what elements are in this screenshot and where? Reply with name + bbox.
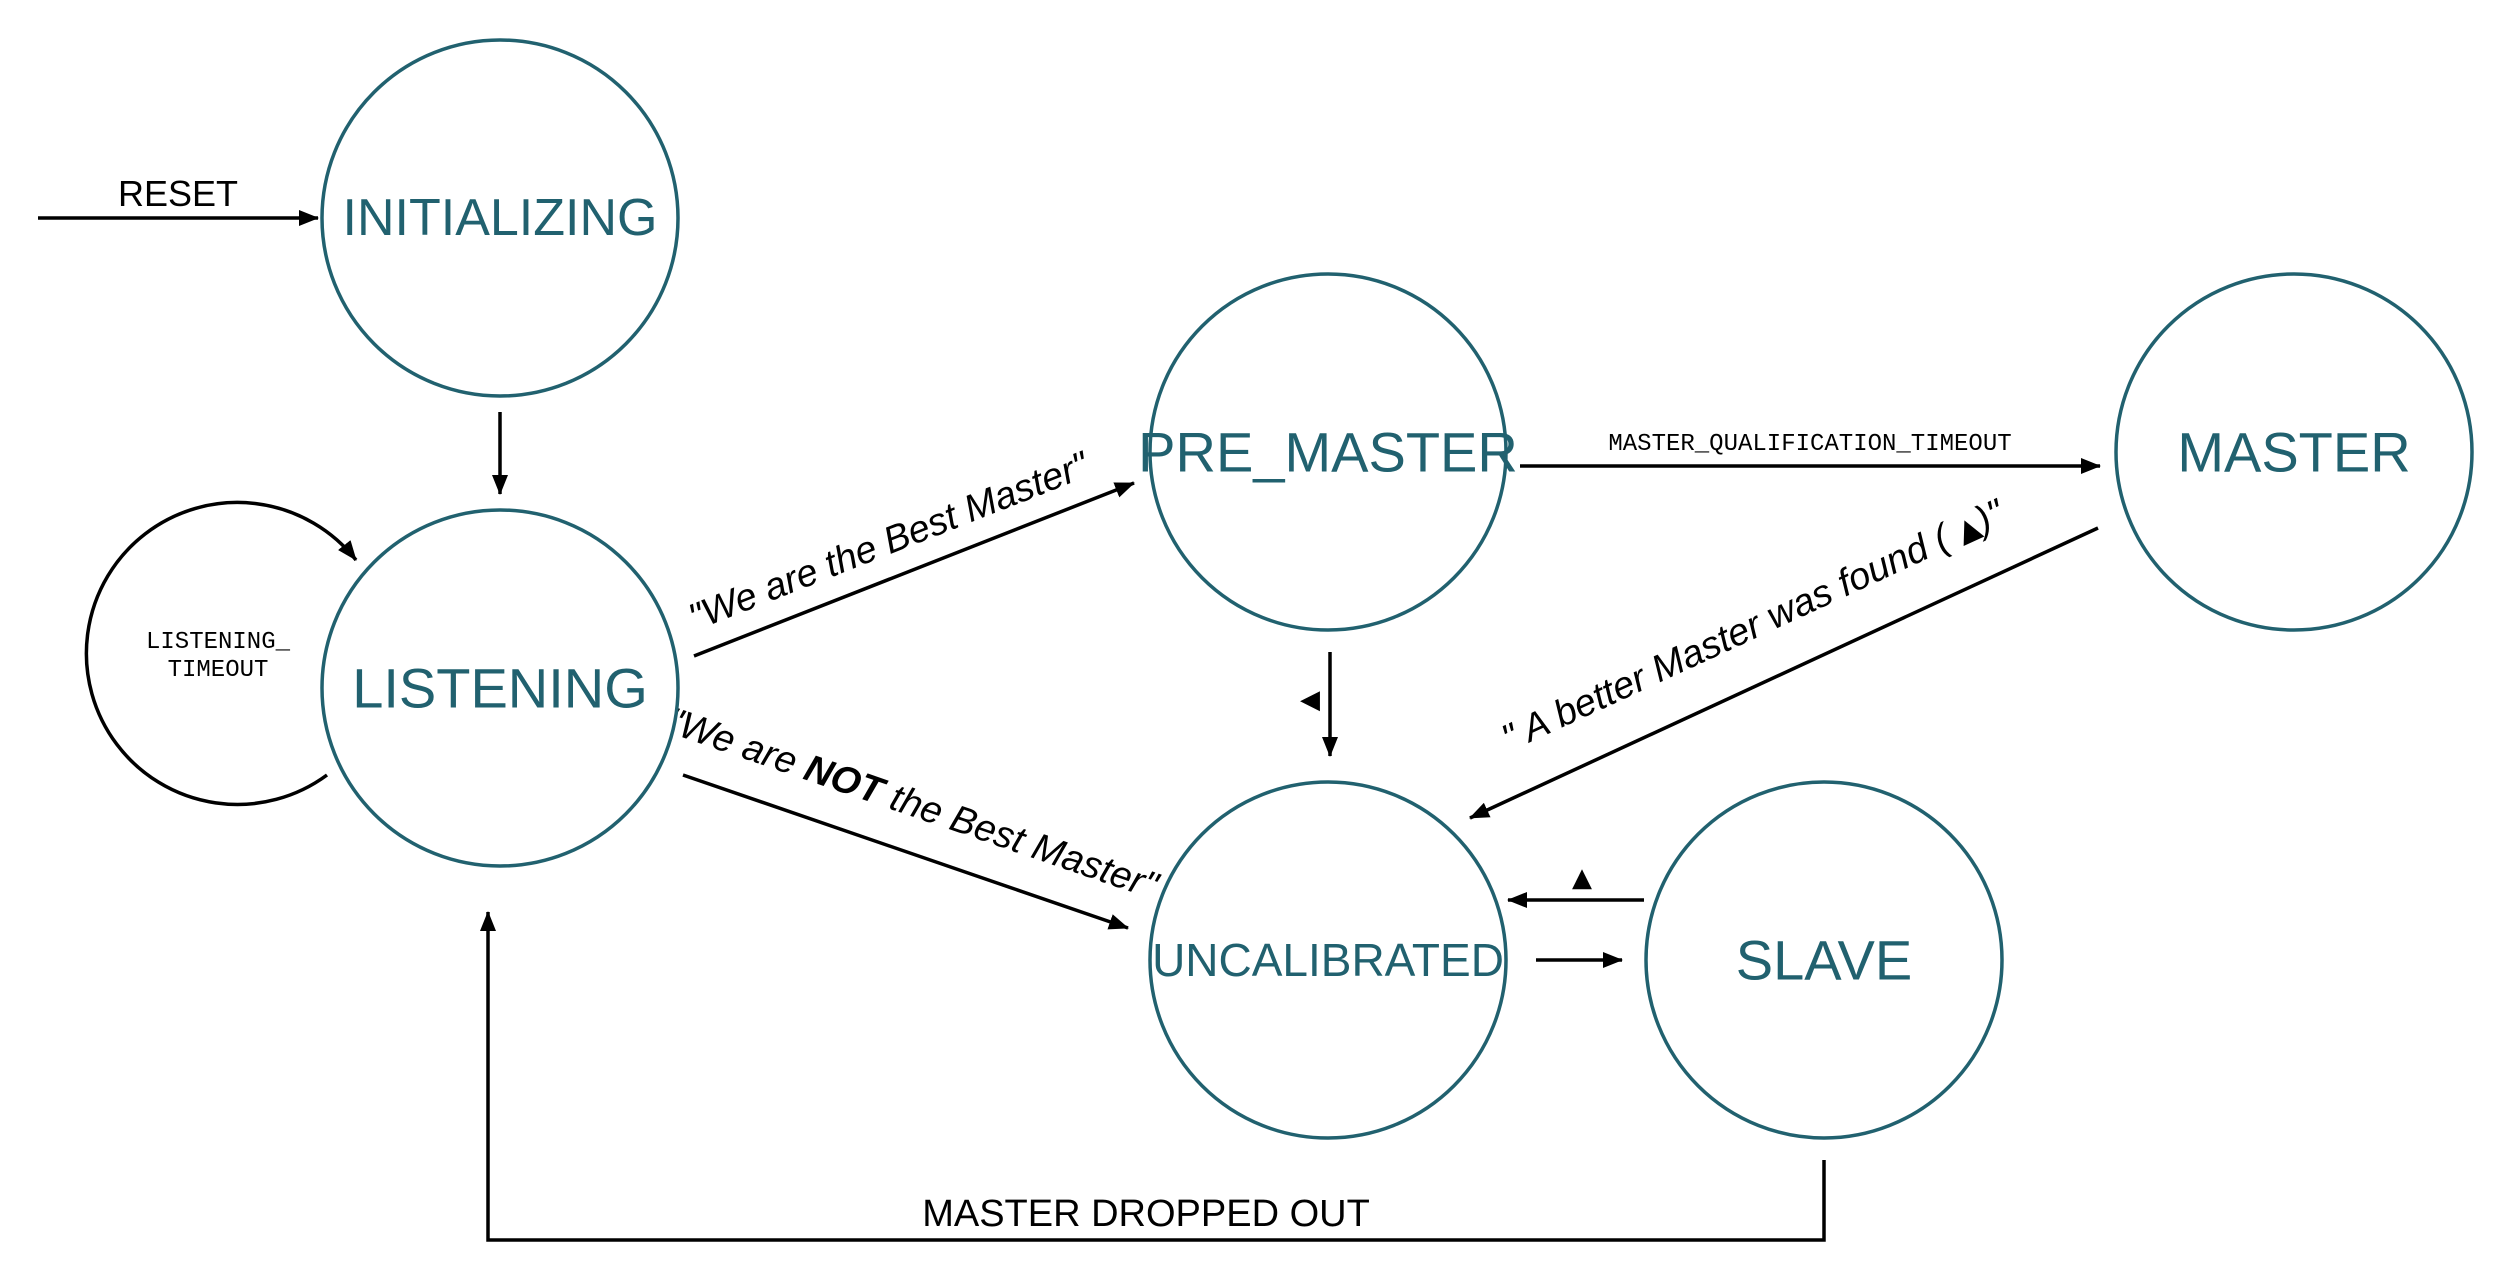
label-not-best-master: "We are NOT the Best Master"	[661, 700, 1164, 908]
state-listening: LISTENING	[320, 508, 680, 868]
edge-listening-to-uncalibrated	[682, 773, 1129, 930]
state-listening-label: LISTENING	[352, 657, 648, 720]
state-uncalibrated-label: UNCALIBRATED	[1152, 934, 1504, 986]
marker-slave-to-uncalibrated: ▲	[1572, 863, 1592, 893]
state-master-label: MASTER	[2177, 421, 2410, 484]
state-pre-master-label: PRE_MASTER	[1138, 421, 1518, 484]
state-slave: SLAVE	[1644, 780, 2004, 1140]
edge-master-to-uncalibrated	[1469, 526, 2099, 820]
label-master-dropped-out: MASTER DROPPED OUT	[922, 1193, 1370, 1235]
label-not-best-suffix: the Best Master"	[875, 773, 1164, 908]
state-initializing-label: INITIALIZING	[343, 189, 658, 247]
label-listening-timeout-line2: TIMEOUT	[168, 657, 269, 684]
label-better-master: " A better Master was found ( ▲)"	[1496, 492, 2012, 761]
label-reset: RESET	[118, 173, 238, 214]
edge-master-dropped-out	[480, 911, 1826, 1242]
label-better-master-prefix: " A better Master was found (	[1496, 513, 1966, 760]
label-listening-timeout-line1: LISTENING_	[146, 629, 291, 656]
state-master: MASTER	[2114, 272, 2474, 632]
label-master-qualification-timeout: MASTER_QUALIFICATION_TIMEOUT	[1608, 431, 2011, 458]
state-pre-master: PRE_MASTER	[1138, 272, 1518, 632]
state-initializing: INITIALIZING	[320, 38, 680, 398]
state-uncalibrated: UNCALIBRATED	[1148, 780, 1508, 1140]
marker-pre-master-to-uncalibrated: ◀	[1300, 685, 1320, 715]
state-slave-label: SLAVE	[1736, 929, 1912, 992]
edge-listening-timeout-loop	[84, 500, 358, 807]
edge-listening-to-pre-master	[693, 481, 1135, 658]
label-best-master: "We are the Best Master"	[683, 444, 1096, 640]
